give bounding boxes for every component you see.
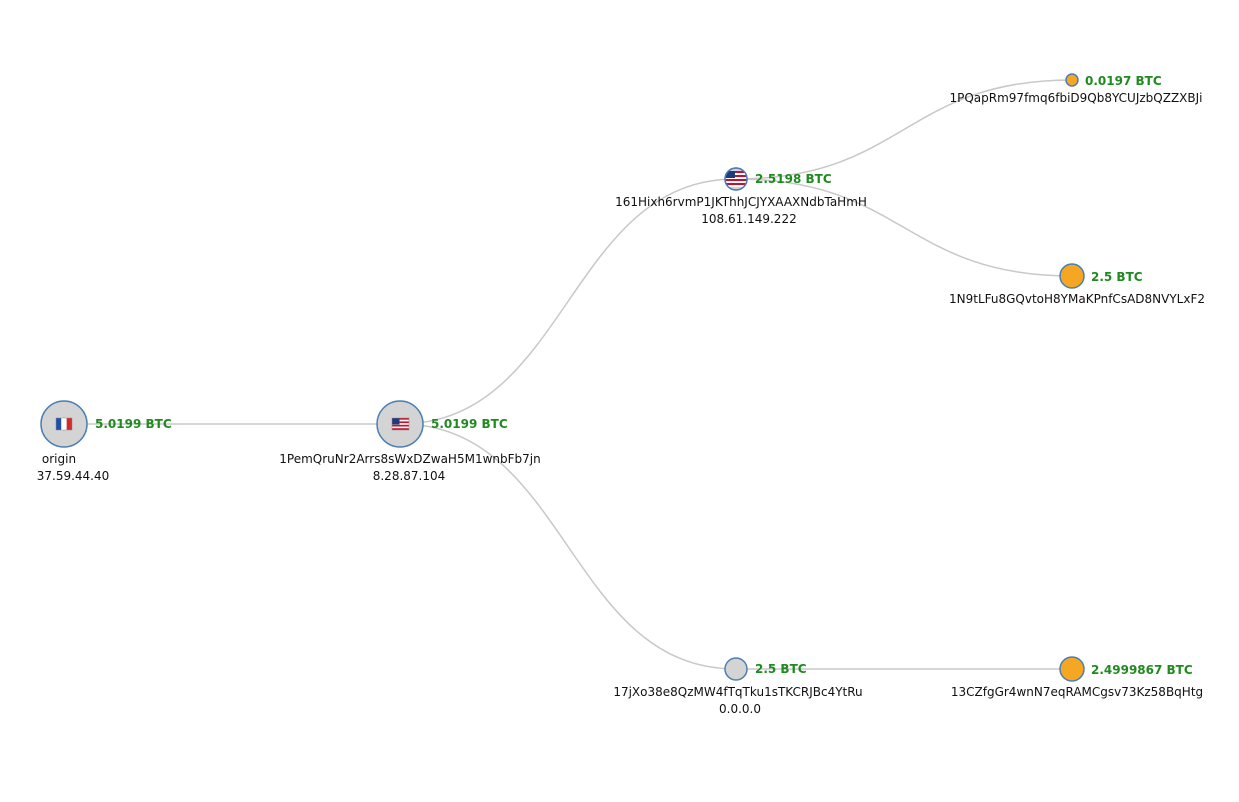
link-n2-n5 [735,178,1073,277]
node-1N9tLFu-amount: 2.5 BTC [1091,270,1143,284]
node-161Hixh-ip: 108.61.149.222 [701,212,796,226]
usa-flag-icon [391,417,410,431]
links [64,79,1073,670]
node-161Hixh-amount: 2.5198 BTC [755,172,832,186]
link-n1-n2 [399,178,737,425]
node-1N9tLFu-circle[interactable] [1059,263,1085,289]
node-17jXo38-label: 17jXo38e8QzMW4fTqTku1sTKCRJBc4YtRu [613,685,862,699]
node-1PQapRm-circle[interactable] [1065,73,1079,87]
node-origin-amount: 5.0199 BTC [95,417,172,431]
node-1PQapRm-label: 1PQapRm97fmq6fbiD9Qb8YCUJzbQZZXBJi [949,91,1202,105]
node-1PemQru[interactable]: 5.0199 BTC 1PemQruNr2Arrs8sWxDZwaH5M1wnb… [279,400,541,483]
node-1N9tLFu-label: 1N9tLFu8GQvtoH8YMaKPnfCsAD8NVYLxF2 [949,292,1205,306]
node-13CZfgG-label: 13CZfgGr4wnN7eqRAMCgsv73Kz58BqHtg [951,685,1203,699]
link-n1-n3 [399,423,737,670]
node-13CZfgG[interactable]: 2.4999867 BTC 13CZfgGr4wnN7eqRAMCgsv73Kz… [951,656,1203,699]
france-flag-icon [55,417,73,431]
node-13CZfgG-amount: 2.4999867 BTC [1091,663,1193,677]
usa-flag-icon [725,171,747,187]
node-17jXo38[interactable]: 2.5 BTC 17jXo38e8QzMW4fTqTku1sTKCRJBc4Yt… [613,657,863,716]
node-17jXo38-circle[interactable] [724,657,748,681]
node-origin-label: origin [42,452,76,466]
node-161Hixh-label: 161Hixh6rvmP1JKThhJCJYXAAXNdbTaHmH [615,195,867,209]
node-1PQapRm-amount: 0.0197 BTC [1085,74,1162,88]
node-1PemQru-ip: 8.28.87.104 [373,469,446,483]
node-161Hixh[interactable]: 2.5198 BTC 161Hixh6rvmP1JKThhJCJYXAAXNdb… [615,167,867,226]
node-17jXo38-amount: 2.5 BTC [755,662,807,676]
node-origin-ip: 37.59.44.40 [37,469,110,483]
node-17jXo38-ip: 0.0.0.0 [719,702,761,716]
link-n2-n4 [735,79,1073,180]
node-13CZfgG-circle[interactable] [1059,656,1085,682]
node-1PemQru-label: 1PemQruNr2Arrs8sWxDZwaH5M1wnbFb7jn [279,452,540,466]
node-origin[interactable]: 5.0199 BTC origin 37.59.44.40 [37,400,172,483]
node-1PQapRm[interactable]: 0.0197 BTC 1PQapRm97fmq6fbiD9Qb8YCUJzbQZ… [949,73,1203,105]
node-1N9tLFu[interactable]: 2.5 BTC 1N9tLFu8GQvtoH8YMaKPnfCsAD8NVYLx… [949,263,1205,306]
node-1PemQru-amount: 5.0199 BTC [431,417,508,431]
